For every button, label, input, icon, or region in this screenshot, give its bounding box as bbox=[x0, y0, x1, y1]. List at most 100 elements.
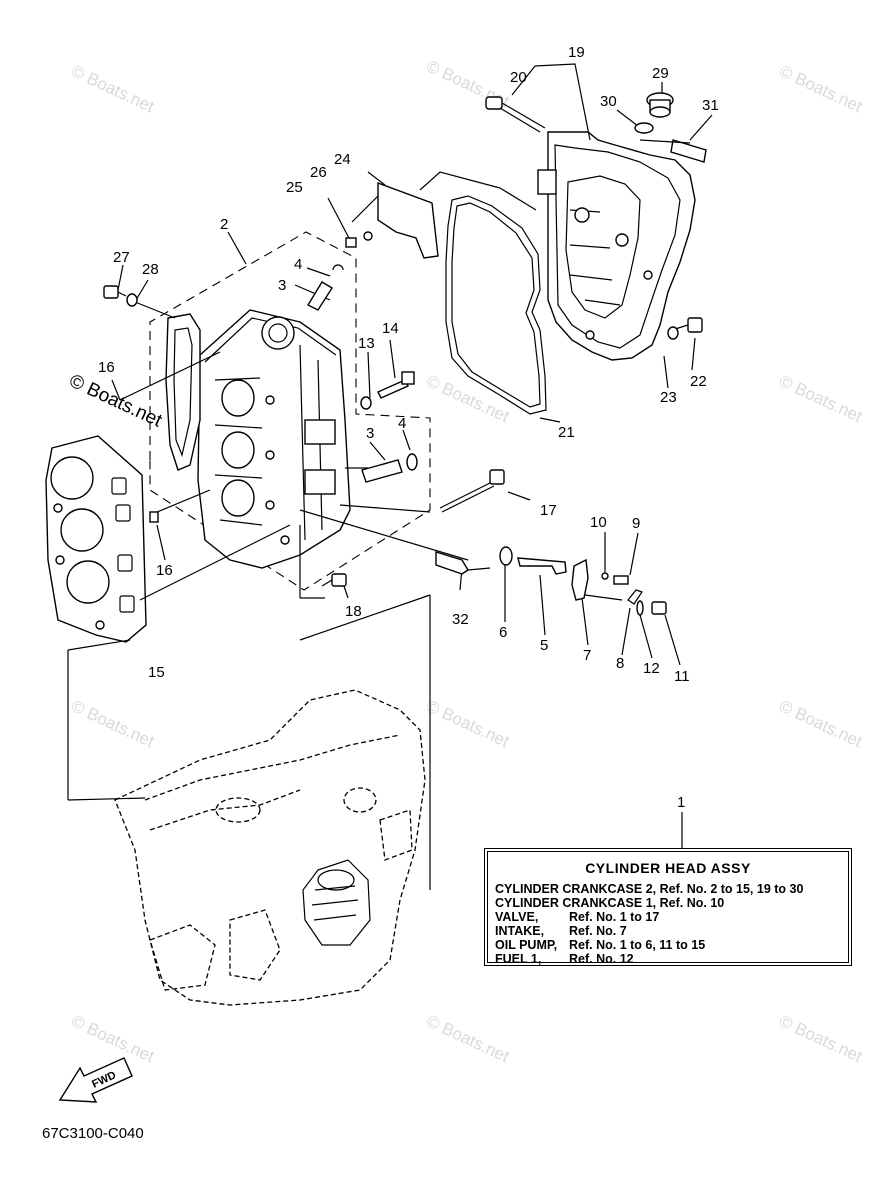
info-row-key: CYLINDER CRANKCASE 1, bbox=[495, 896, 657, 910]
callout-16b: 16 bbox=[156, 562, 173, 579]
callout-3b: 3 bbox=[366, 425, 374, 442]
part-6-o-ring bbox=[499, 546, 513, 566]
thermostat-gasket bbox=[165, 313, 201, 471]
part-26-washer bbox=[363, 231, 373, 241]
callout-15: 15 bbox=[148, 664, 165, 681]
head-gasket bbox=[45, 435, 147, 643]
watermark: © Boats.net bbox=[776, 696, 865, 751]
callout-11: 11 bbox=[674, 668, 690, 685]
watermark: © Boats.net bbox=[68, 61, 157, 116]
part-13-washer bbox=[360, 396, 372, 410]
cylinder-head-cover bbox=[537, 131, 696, 361]
info-row: FUEL 1, Ref. No. 12 bbox=[495, 952, 851, 966]
part-27-bolt bbox=[103, 285, 119, 299]
callout-6: 6 bbox=[499, 624, 507, 641]
part-5-shaft bbox=[517, 557, 567, 575]
callout-27: 27 bbox=[113, 249, 130, 266]
info-row: OIL PUMP, Ref. No. 1 to 6, 11 to 15 bbox=[495, 938, 851, 952]
callout-22: 22 bbox=[690, 373, 707, 390]
part-22-bolt bbox=[687, 317, 703, 333]
watermark-dark: © Boats.net bbox=[66, 370, 166, 431]
callout-4b: 4 bbox=[398, 415, 406, 432]
cylinder-head bbox=[197, 309, 351, 569]
part-9-screw bbox=[613, 575, 629, 585]
watermark: © Boats.net bbox=[423, 371, 512, 426]
callout-7: 7 bbox=[583, 647, 591, 664]
watermark: © Boats.net bbox=[68, 1011, 157, 1066]
callout-14: 14 bbox=[382, 320, 399, 337]
info-row-key: CYLINDER CRANKCASE 2, bbox=[495, 882, 657, 896]
callout-28: 28 bbox=[142, 261, 159, 278]
part-7-cover bbox=[571, 558, 589, 601]
part-11-bolt bbox=[651, 601, 667, 615]
info-row-key: FUEL 1, bbox=[495, 952, 542, 966]
info-row-value: Ref. No. 1 to 17 bbox=[569, 910, 660, 924]
callout-8: 8 bbox=[616, 655, 624, 672]
small-parts bbox=[103, 92, 703, 616]
part-20-bolt bbox=[485, 96, 503, 110]
callout-30: 30 bbox=[600, 93, 617, 110]
info-row-key: VALVE, bbox=[495, 910, 539, 924]
part-4-clip bbox=[406, 453, 418, 471]
callouts: 19 20 29 30 31 24 26 25 2 4 27 28 3 14 1… bbox=[98, 44, 719, 811]
part-28-washer bbox=[126, 293, 138, 307]
callout-13: 13 bbox=[358, 335, 375, 352]
info-row-value: Ref. No. 1 to 6, 11 to 15 bbox=[569, 938, 706, 952]
reference-lines bbox=[67, 63, 713, 890]
watermark: © Boats.net bbox=[776, 371, 865, 426]
watermark: © Boats.net bbox=[68, 696, 157, 751]
part-25-screw bbox=[345, 237, 357, 248]
callout-29: 29 bbox=[652, 65, 669, 82]
callout-10: 10 bbox=[590, 514, 607, 531]
part-32-sensor bbox=[435, 551, 469, 575]
callout-4: 4 bbox=[294, 256, 302, 273]
part-16-dowel bbox=[149, 511, 159, 523]
part-4-clip bbox=[332, 264, 344, 271]
callout-5: 5 bbox=[540, 637, 548, 654]
part-12-washer bbox=[636, 600, 644, 616]
callout-21: 21 bbox=[558, 424, 575, 441]
part-3-pin bbox=[361, 459, 403, 483]
part-18-bolt bbox=[331, 573, 347, 587]
callout-23: 23 bbox=[660, 389, 677, 406]
crankcase bbox=[114, 689, 426, 1006]
info-row: VALVE, Ref. No. 1 to 17 bbox=[495, 910, 851, 924]
diagram-code: 67C3100-C040 bbox=[42, 1125, 144, 1142]
assembly-info-box: CYLINDER HEAD ASSY CYLINDER CRANKCASE 2,… bbox=[484, 848, 852, 966]
callout-18: 18 bbox=[345, 603, 362, 620]
watermark: © Boats.net bbox=[423, 696, 512, 751]
info-row: CYLINDER CRANKCASE 2, Ref. No. 2 to 15, … bbox=[495, 882, 851, 896]
callout-25: 25 bbox=[286, 179, 303, 196]
info-box-rows: CYLINDER CRANKCASE 2, Ref. No. 2 to 15, … bbox=[495, 882, 851, 966]
callout-26: 26 bbox=[310, 164, 327, 181]
info-box-title: CYLINDER HEAD ASSY bbox=[585, 860, 751, 876]
callout-20: 20 bbox=[510, 69, 527, 86]
cover-gasket bbox=[445, 195, 547, 415]
callout-1: 1 bbox=[677, 794, 685, 811]
info-row: INTAKE, Ref. No. 7 bbox=[495, 924, 851, 938]
callout-16: 16 bbox=[98, 359, 115, 376]
info-row-key: INTAKE, bbox=[495, 924, 545, 938]
watermark: © Boats.net bbox=[776, 1011, 865, 1066]
info-row-key: OIL PUMP, bbox=[495, 938, 558, 952]
part-14-bolt bbox=[377, 379, 409, 399]
callout-3: 3 bbox=[278, 277, 286, 294]
part-3-pin bbox=[307, 281, 333, 311]
part-8-clip bbox=[627, 589, 643, 605]
callout-12: 12 bbox=[643, 660, 660, 677]
callout-9: 9 bbox=[632, 515, 640, 532]
part-23-washer bbox=[667, 326, 679, 340]
part-17-bolt bbox=[489, 469, 505, 485]
callout-17: 17 bbox=[540, 502, 557, 519]
info-row-value: Ref. No. 7 bbox=[569, 924, 627, 938]
callout-2: 2 bbox=[220, 216, 228, 233]
fwd-arrow: FWD bbox=[58, 1057, 133, 1103]
watermark: © Boats.net bbox=[423, 1011, 512, 1066]
info-row-value: Ref. No. 2 to 15, 19 to 30 bbox=[659, 882, 804, 896]
info-row-value: Ref. No. 10 bbox=[659, 896, 725, 910]
info-row: CYLINDER CRANKCASE 1, Ref. No. 10 bbox=[495, 896, 851, 910]
callout-31: 31 bbox=[702, 97, 719, 114]
anode-cover-plate bbox=[377, 181, 439, 259]
callout-24: 24 bbox=[334, 151, 351, 168]
